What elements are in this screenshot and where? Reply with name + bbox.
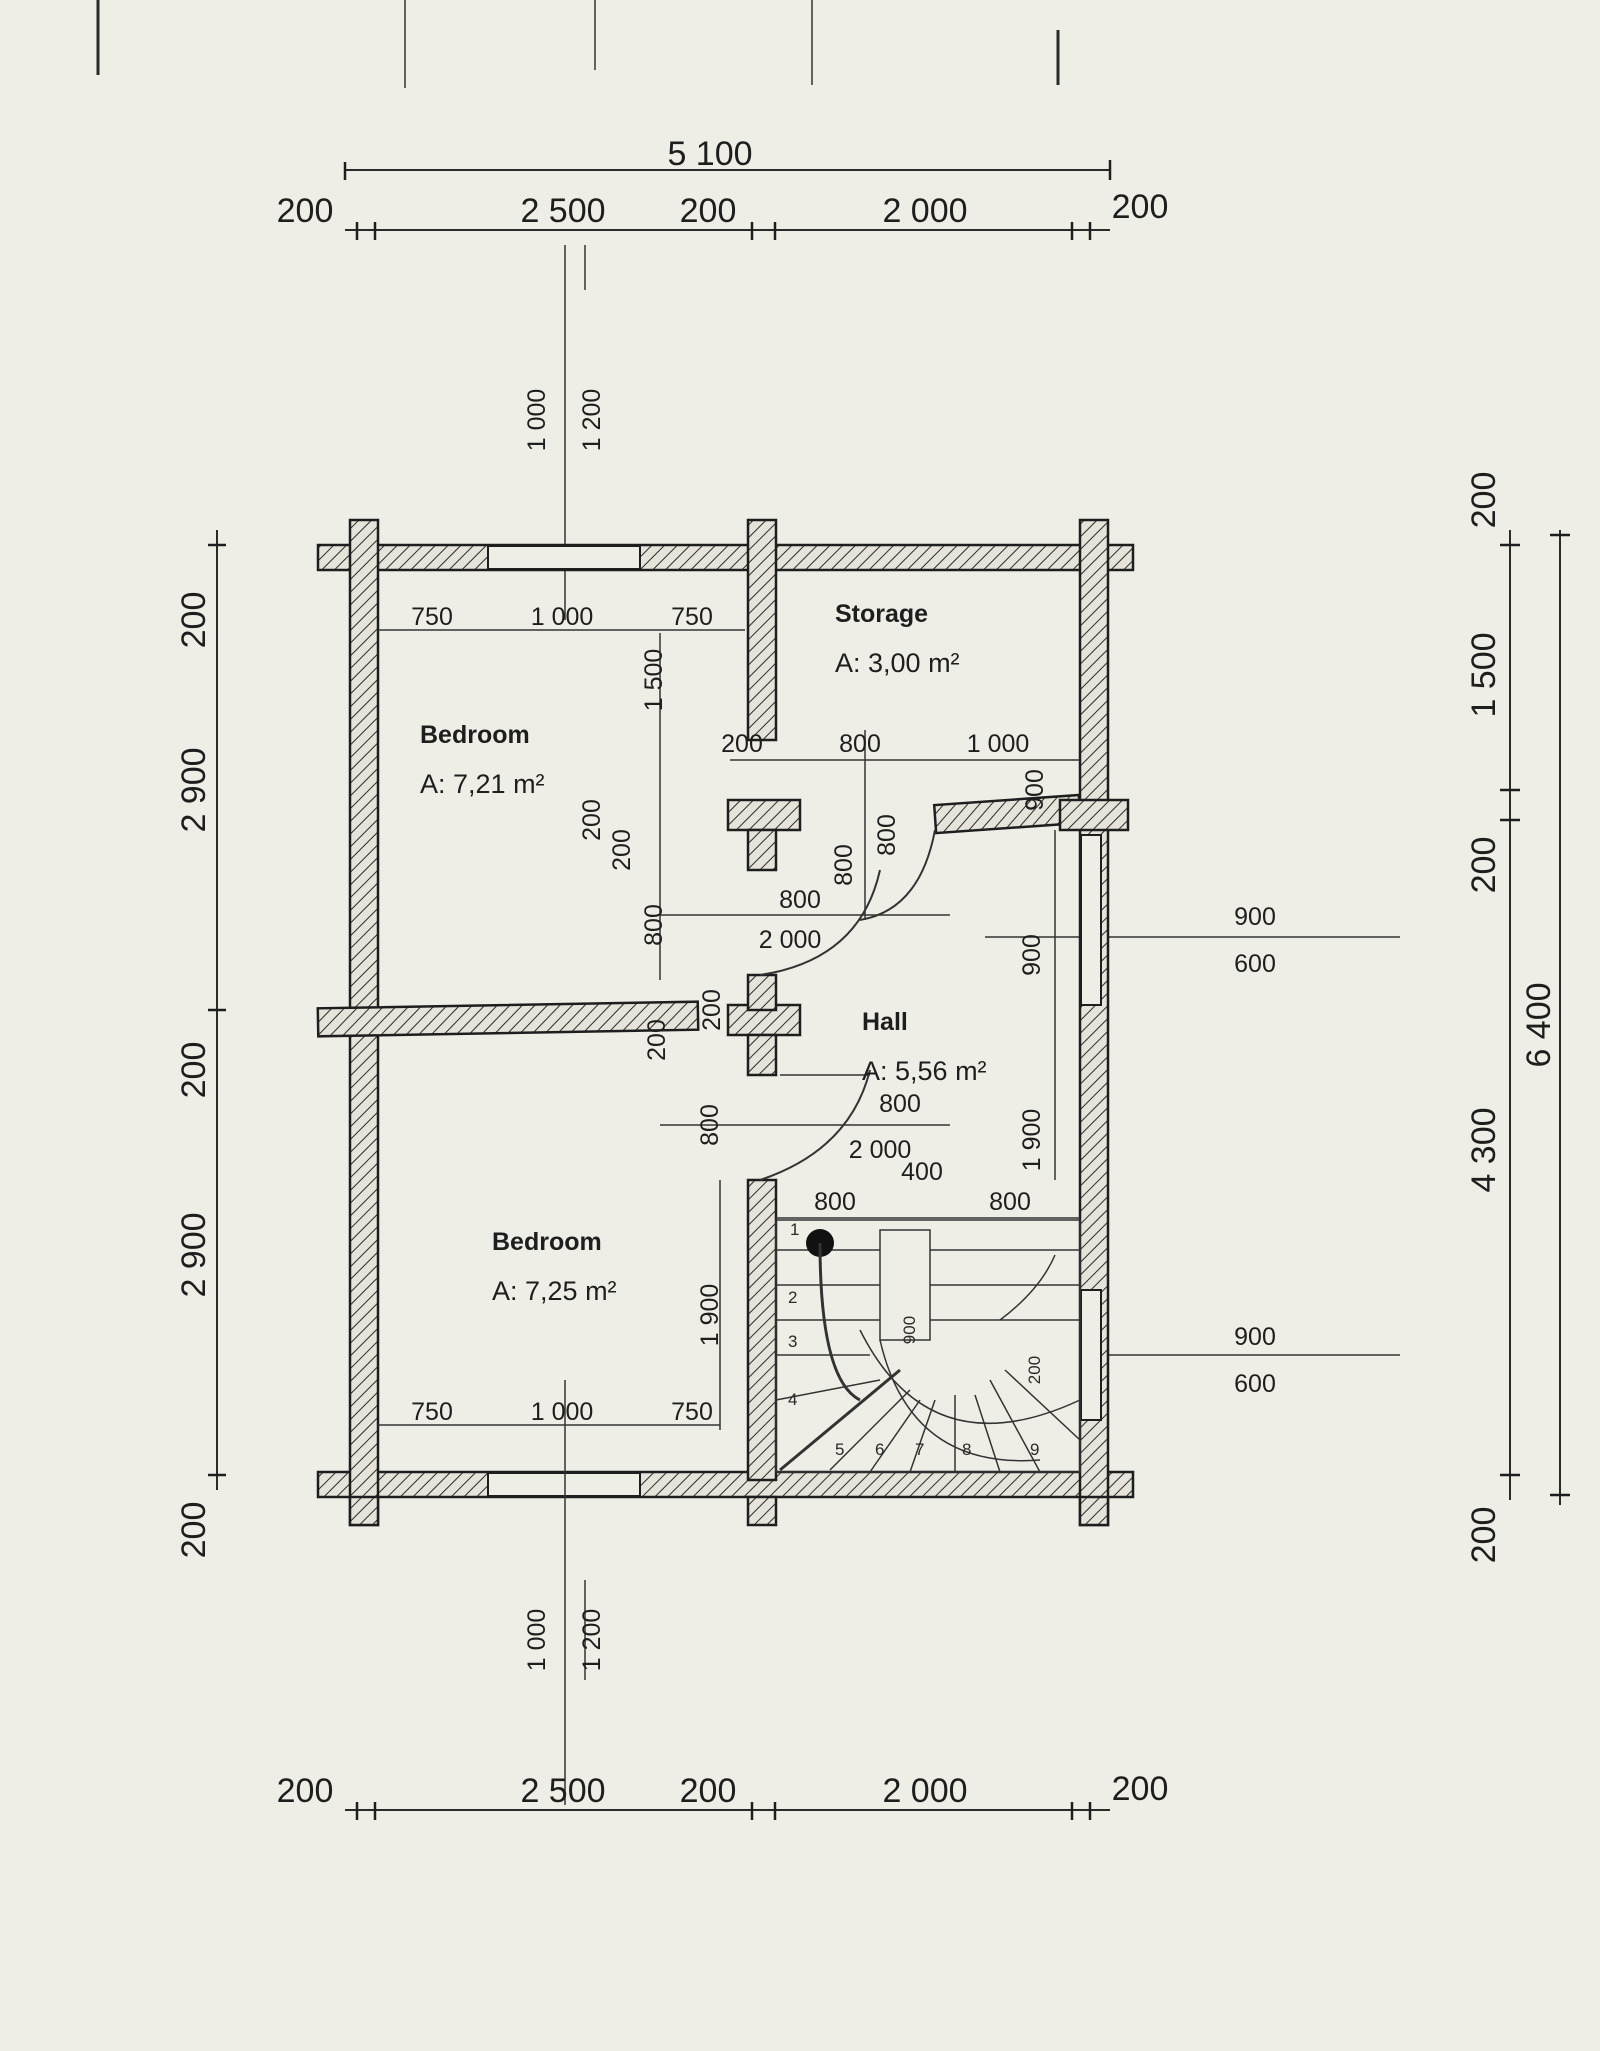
stair-step-5: 5	[835, 1440, 844, 1459]
dim-bottom-e: 200	[1112, 1770, 1169, 1808]
stair-top-a: 800	[814, 1188, 856, 1216]
dim-top-c: 200	[680, 192, 737, 230]
int-v800-lower: 800	[696, 1104, 724, 1146]
window-bottom-h1: 1 000	[523, 1609, 551, 1672]
int-storage-a: 200	[721, 730, 763, 758]
room-labels: Storage A: 3,00 m² Bedroom A: 7,21 m² Ha…	[420, 600, 987, 1306]
door1-height: 2 000	[759, 926, 822, 954]
dim-left-d: 2 900	[175, 1212, 213, 1297]
dim-overall-height: 6 400	[1520, 982, 1558, 1067]
dim-left-e: 200	[175, 1502, 213, 1559]
int-storage-c: 1 000	[967, 730, 1030, 758]
bottom-dimensions: 200 2 500 200 2 000 200	[277, 1770, 1169, 1820]
stair-v900: 900	[900, 1316, 919, 1344]
left-dimensions: 200 2 900 200 2 900 200	[175, 530, 226, 1558]
top-dimensions: 5 100 200 2 500 200 2 000 200	[277, 135, 1169, 240]
dim-right-c: 200	[1465, 837, 1503, 894]
int-v200b: 200	[608, 829, 636, 871]
stair-step-2: 2	[788, 1288, 797, 1307]
window-right-1-w: 900	[1234, 903, 1276, 931]
int-bottom-b: 1 000	[531, 1398, 594, 1426]
stair-top-b: 400	[901, 1158, 943, 1186]
room-bedroom-bottom-name: Bedroom	[492, 1228, 602, 1256]
int-top-c: 750	[671, 603, 713, 631]
dim-bottom-a: 200	[277, 1772, 334, 1810]
door1-width: 800	[779, 886, 821, 914]
int-v1900-left: 1 900	[696, 1284, 724, 1347]
int-top-a: 750	[411, 603, 453, 631]
dim-left-a: 200	[175, 592, 213, 649]
int-v1500: 1 500	[640, 649, 668, 712]
dim-right-e: 200	[1465, 1507, 1503, 1564]
window-top-h1: 1 000	[523, 389, 551, 452]
stair-step-6: 6	[875, 1440, 884, 1459]
int-v200-mid: 200	[643, 1019, 671, 1061]
dim-top-b: 2 500	[520, 192, 605, 230]
room-bedroom-top-name: Bedroom	[420, 721, 530, 749]
room-hall-area: A: 5,56 m²	[862, 1056, 987, 1086]
page-edge-marks	[96, 0, 1060, 88]
window-bottom-h2: 1 200	[578, 1609, 606, 1672]
int-v900-storage: 900	[1021, 769, 1049, 811]
stair-step-9: 9	[1030, 1440, 1039, 1459]
dim-top-a: 200	[277, 192, 334, 230]
interior-dimensions: 750 1 000 750 1 500 200 200 800 200 800 …	[378, 603, 1080, 1430]
window-right-2-h: 600	[1234, 1370, 1276, 1398]
dim-bottom-b: 2 500	[520, 1772, 605, 1810]
stair-top-c: 800	[989, 1188, 1031, 1216]
dim-bottom-c: 200	[680, 1772, 737, 1810]
int-top-b: 1 000	[531, 603, 594, 631]
walls	[316, 518, 1135, 1527]
window-marker-top: 1 000 1 200	[523, 245, 606, 620]
dim-left-c: 200	[175, 1042, 213, 1099]
room-storage-name: Storage	[835, 600, 928, 628]
window-marker-right-2: 900 600	[1085, 1323, 1400, 1398]
int-v800-left: 800	[640, 904, 668, 946]
room-storage-area: A: 3,00 m²	[835, 648, 960, 678]
dim-overall-width: 5 100	[667, 135, 752, 173]
int-bottom-c: 750	[671, 1398, 713, 1426]
dim-right-a: 200	[1465, 472, 1503, 529]
door2-height: 2 000	[849, 1136, 912, 1164]
door2-width: 800	[879, 1090, 921, 1118]
window-right-1-h: 600	[1234, 950, 1276, 978]
int-bottom-a: 750	[411, 1398, 453, 1426]
int-v800-storage-b: 800	[873, 814, 901, 856]
stair-step-4: 4	[788, 1390, 797, 1409]
window-marker-bottom: 1 000 1 200	[523, 1380, 606, 1805]
dim-bottom-d: 2 000	[882, 1772, 967, 1810]
stair-step-8: 8	[962, 1440, 971, 1459]
room-bedroom-bottom-area: A: 7,25 m²	[492, 1276, 617, 1306]
window-top-h2: 1 200	[578, 389, 606, 452]
dim-right-d: 4 300	[1465, 1107, 1503, 1192]
int-v800-storage-a: 800	[830, 844, 858, 886]
stair-step-7: 7	[915, 1440, 924, 1459]
dim-right-b: 1 500	[1465, 632, 1503, 717]
window-right-2-w: 900	[1234, 1323, 1276, 1351]
stair-step-3: 3	[788, 1332, 797, 1351]
staircase: 1 2 3 4 5 6 7 8 9	[775, 1219, 1081, 1473]
right-dimensions: 200 1 500 200 4 300 200 6 400	[1465, 472, 1570, 1564]
int-v900-right: 900	[1018, 934, 1046, 976]
int-storage-b: 800	[839, 730, 881, 758]
stair-step-1: 1	[790, 1220, 799, 1239]
dim-top-d: 2 000	[882, 192, 967, 230]
int-v1900-right: 1 900	[1018, 1109, 1046, 1172]
stair-v200: 200	[1025, 1356, 1044, 1384]
room-bedroom-top-area: A: 7,21 m²	[420, 769, 545, 799]
dim-left-b: 2 900	[175, 747, 213, 832]
dim-top-e: 200	[1112, 188, 1169, 226]
window-marker-right-1: 900 600	[985, 903, 1400, 978]
int-v200-mid-b: 200	[698, 989, 726, 1031]
doors	[660, 730, 950, 1181]
room-hall-name: Hall	[862, 1008, 908, 1036]
int-v200a: 200	[578, 799, 606, 841]
